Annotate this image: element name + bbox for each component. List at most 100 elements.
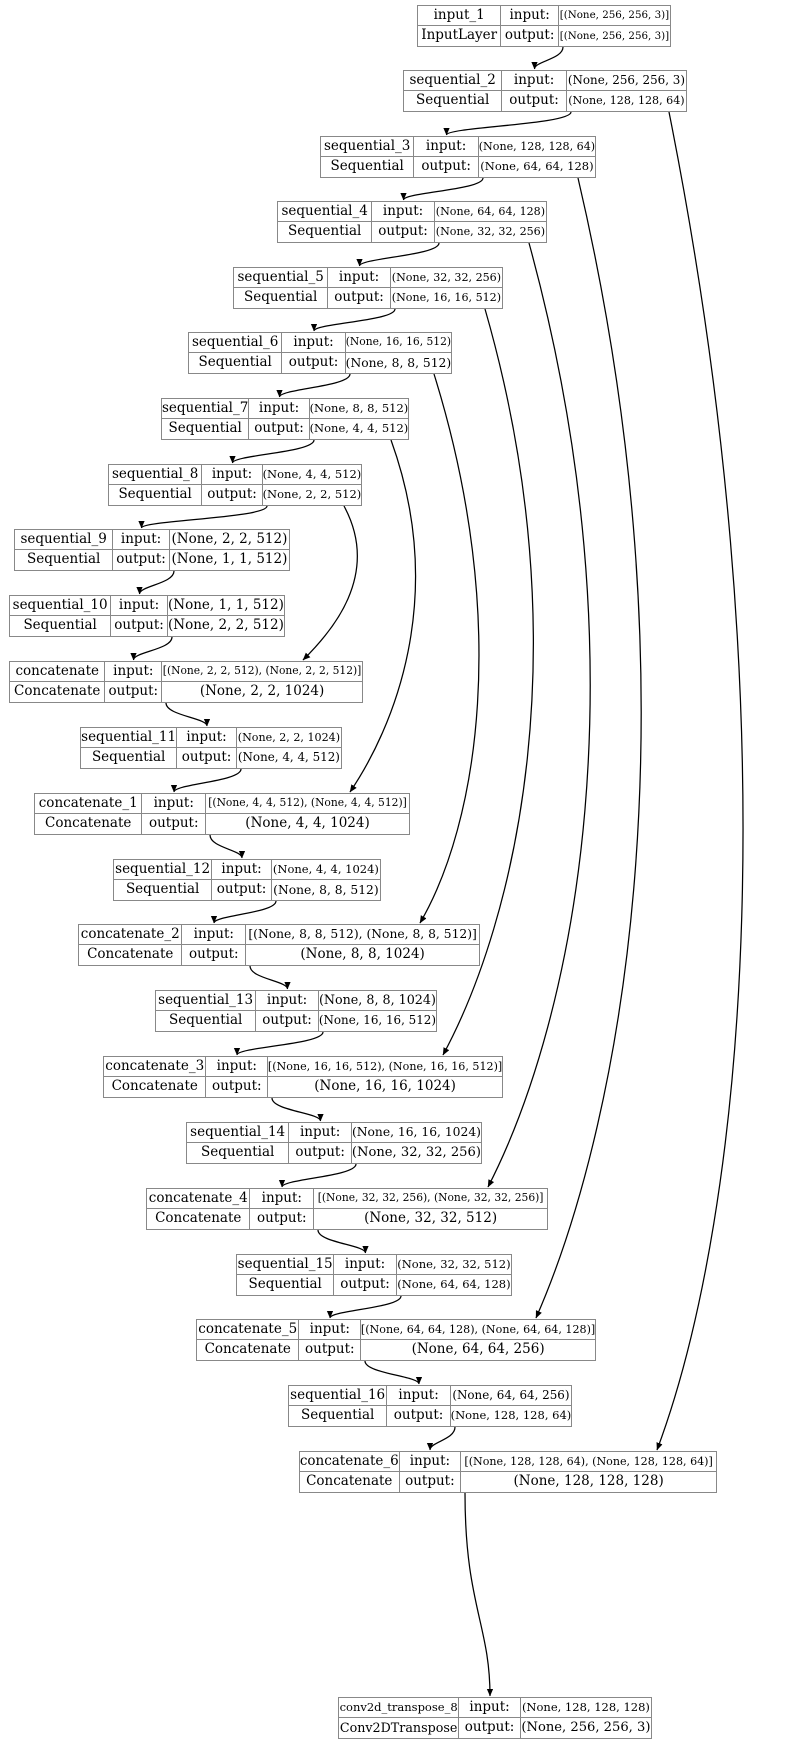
node-input-label: input: [414, 137, 479, 156]
node-output-label: output: [334, 1275, 397, 1295]
node-input-shape: [(None, 4, 4, 512), (None, 4, 4, 512)] [208, 796, 407, 810]
node-input-label: input: [113, 530, 170, 549]
edge-sequential_4-to-concatenate_4 [487, 242, 591, 1188]
node-output-shape: [(None, 256, 256, 3)] [559, 29, 670, 42]
edge-sequential_2-to-concatenate_6 [656, 111, 744, 1451]
node-name: sequential_14 [187, 1123, 290, 1142]
node-output-label: output: [177, 748, 237, 768]
node-class: Sequential [156, 1011, 257, 1031]
node-input-shape: [(None, 128, 128, 64), (None, 128, 128, … [464, 1454, 713, 1468]
node-input-shape: (None, 8, 8, 1024) [318, 992, 436, 1008]
edge-sequential_2-to-sequential_3 [443, 111, 572, 136]
node-output-label: output: [328, 288, 391, 308]
node-output-label: output: [212, 880, 272, 900]
node-output-label: output: [113, 550, 170, 570]
node-class: Concatenate [10, 682, 106, 702]
edge-concatenate_3-to-sequential_14 [271, 1097, 324, 1122]
node-input-shape: (None, 1, 1, 512) [168, 596, 284, 613]
edge-sequential_8-to-concatenate [302, 505, 358, 661]
edge-sequential_3-to-concatenate_5 [535, 177, 642, 1319]
edge-sequential_6-to-concatenate_2 [419, 373, 480, 924]
edge-sequential_12-to-concatenate_2 [210, 900, 277, 924]
node-input-shape: [(None, 8, 8, 512), (None, 8, 8, 512)] [248, 927, 477, 942]
node-name: sequential_6 [189, 333, 283, 352]
edge-concatenate_5-to-sequential_16 [364, 1360, 423, 1385]
node-name: sequential_16 [289, 1386, 388, 1405]
node-class: Sequential [162, 419, 250, 439]
node-output-label: output: [202, 485, 263, 505]
node-name: sequential_3 [321, 137, 415, 156]
node-input-shape: (None, 4, 4, 512) [262, 466, 362, 481]
node-output-shape: (None, 64, 64, 256) [411, 1341, 545, 1358]
node-output-label: output: [387, 1406, 451, 1426]
node-input-label: input: [501, 6, 559, 25]
node-output-label: output: [414, 157, 479, 177]
node-class: Sequential [114, 880, 213, 900]
node-output-shape: (None, 64, 64, 128) [397, 1277, 511, 1292]
node-class: Sequential [404, 91, 503, 111]
node-class: Sequential [187, 1143, 290, 1163]
node-input-label: input: [334, 1255, 397, 1274]
node-output-label: output: [282, 353, 346, 373]
node-output-shape: (None, 256, 256, 3) [521, 1720, 651, 1736]
node-input-label: input: [182, 925, 247, 944]
node-input-shape: [(None, 32, 32, 256), (None, 32, 32, 256… [317, 1191, 544, 1205]
node-output-shape: (None, 32, 32, 256) [351, 1145, 481, 1161]
node-output-label: output: [105, 682, 163, 702]
node-input-label: input: [202, 465, 263, 484]
node-input-shape: (None, 64, 64, 128) [435, 204, 546, 218]
node-name: concatenate_6 [300, 1452, 400, 1471]
node-name: sequential_7 [162, 399, 250, 418]
node-input-shape: (None, 256, 256, 3) [567, 72, 686, 87]
node-output-shape: (None, 4, 4, 512) [237, 750, 340, 765]
node-output-shape: (None, 32, 32, 512) [364, 1210, 498, 1227]
edge-sequential_16-to-concatenate_6 [426, 1426, 456, 1451]
